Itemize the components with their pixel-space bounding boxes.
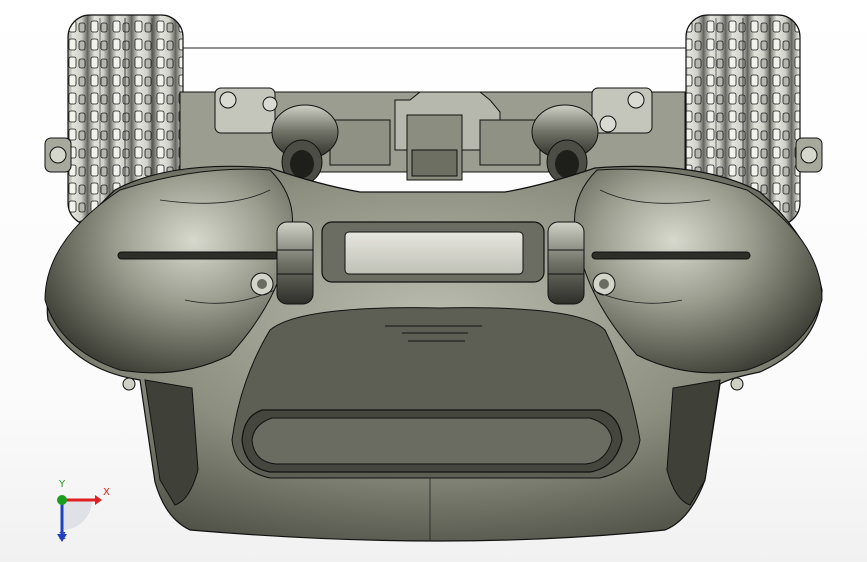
right-tow-hook — [730, 377, 744, 391]
axis-x-label: X — [103, 487, 110, 498]
right-side-intake — [666, 379, 721, 506]
right-hub — [795, 137, 823, 173]
right-exhaust — [531, 104, 599, 185]
left-exhaust — [271, 104, 339, 185]
embossed-logo — [385, 325, 482, 342]
left-side-intake — [144, 379, 199, 506]
diffuser-inner — [251, 417, 613, 465]
left-tow-hook — [122, 377, 136, 391]
right-fender — [574, 168, 823, 374]
left-hub — [44, 137, 72, 173]
right-roller — [547, 221, 585, 305]
view-triad[interactable]: X Y Z — [40, 478, 120, 548]
suspension-assembly — [179, 87, 686, 181]
left-roller — [276, 221, 314, 305]
axis-y-label: Y — [59, 479, 66, 490]
axis-z-label: Z — [59, 531, 66, 542]
left-vent-slot — [117, 251, 279, 260]
y-axis-dot — [57, 495, 67, 505]
left-fender — [44, 168, 293, 374]
license-plate[interactable] — [321, 221, 545, 283]
right-vent-slot — [591, 251, 751, 260]
panel-seams — [159, 189, 711, 540]
triad-graphic — [57, 495, 102, 542]
